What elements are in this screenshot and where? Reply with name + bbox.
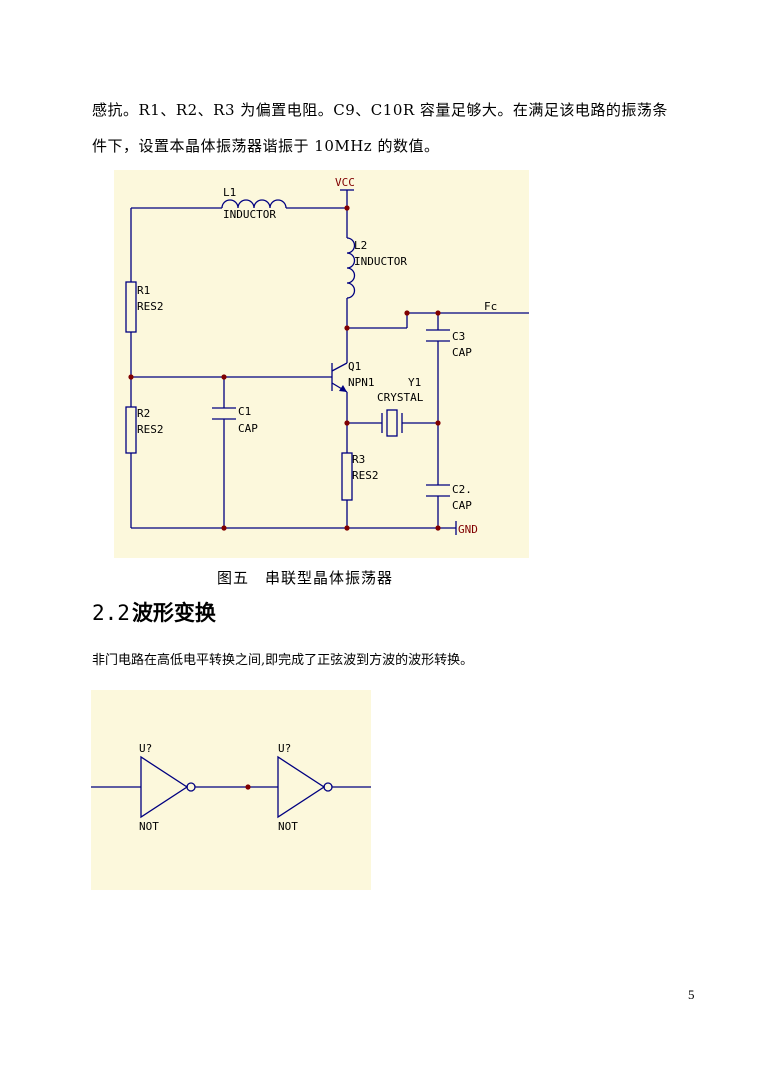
- r2-label: R2: [137, 407, 150, 420]
- junction-dot: [245, 784, 251, 790]
- not-gate-schematic: U? NOT U? NOT: [91, 690, 371, 890]
- body-paragraph-2: 非门电路在高低电平转换之间,即完成了正弦波到方波的波形转换。: [92, 653, 474, 668]
- gnd-label: GND: [458, 523, 478, 536]
- l1-type-label: INDUCTOR: [223, 208, 276, 221]
- c3-type-label: CAP: [452, 346, 472, 359]
- section-heading: 2.2波形变换: [92, 597, 216, 627]
- gate-1-ref-label: U?: [139, 742, 152, 755]
- r2-type-label: RES2: [137, 423, 164, 436]
- c3-label: C3: [452, 330, 465, 343]
- section-number: 2.2: [92, 601, 130, 625]
- q1-type-label: NPN1: [348, 376, 375, 389]
- q1-label: Q1: [348, 360, 361, 373]
- body-paragraph-line-2: 件下，设置本晶体振荡器谐振于 10MHz 的数值。: [92, 137, 440, 155]
- caption-label: 图五: [217, 569, 250, 587]
- l1-inductor-symbol: [221, 199, 287, 209]
- c2-label: C2.: [452, 483, 472, 496]
- gate-2-type-label: NOT: [278, 820, 298, 833]
- gate-2-ref-label: U?: [278, 742, 291, 755]
- r3-type-label: RES2: [352, 469, 379, 482]
- r3-resistor-symbol: [341, 452, 353, 501]
- schematic-wires: [130, 189, 529, 535]
- not-gate-1-symbol: [140, 755, 196, 819]
- series-crystal-oscillator-schematic: VCC L1 INDUCTOR L2 INDUCTOR Fc R1 RES2 R…: [114, 170, 529, 558]
- r1-resistor-symbol: [125, 281, 137, 333]
- schematic-svg: VCC L1 INDUCTOR L2 INDUCTOR Fc R1 RES2 R…: [125, 176, 529, 536]
- y1-crystal-symbol: [381, 409, 403, 437]
- r1-label: R1: [137, 284, 150, 297]
- junction-dots: [128, 205, 441, 531]
- page-number: 5: [688, 987, 695, 1002]
- vcc-label: VCC: [335, 176, 355, 189]
- not-gate-svg: U? NOT U? NOT: [91, 742, 371, 833]
- l1-label: L1: [223, 186, 236, 199]
- fc-label: Fc: [484, 300, 497, 313]
- c2-capacitor-symbol: [426, 484, 450, 497]
- not-gate-2-symbol: [277, 755, 333, 819]
- c2-type-label: CAP: [452, 499, 472, 512]
- r3-label: R3: [352, 453, 365, 466]
- c1-capacitor-symbol: [212, 407, 236, 420]
- y1-label: Y1: [408, 376, 421, 389]
- c1-type-label: CAP: [238, 422, 258, 435]
- l2-inductor-symbol: [346, 237, 356, 299]
- r1-type-label: RES2: [137, 300, 164, 313]
- gate-1-type-label: NOT: [139, 820, 159, 833]
- caption-title: 串联型晶体振荡器: [265, 569, 394, 587]
- l2-label: L2: [354, 239, 367, 252]
- r2-resistor-symbol: [125, 406, 137, 454]
- c3-capacitor-symbol: [426, 329, 450, 342]
- body-paragraph-line-1: 感抗。R1、R2、R3 为偏置电阻。C9、C10R 容量足够大。在满足该电路的振…: [92, 101, 668, 119]
- y1-type-label: CRYSTAL: [377, 391, 424, 404]
- c1-label: C1: [238, 405, 251, 418]
- npn-emitter-arrow-icon: [339, 385, 347, 392]
- l2-type-label: INDUCTOR: [354, 255, 407, 268]
- figure-5-caption: 图五串联型晶体振荡器: [217, 567, 393, 588]
- section-title: 波形变换: [131, 601, 216, 625]
